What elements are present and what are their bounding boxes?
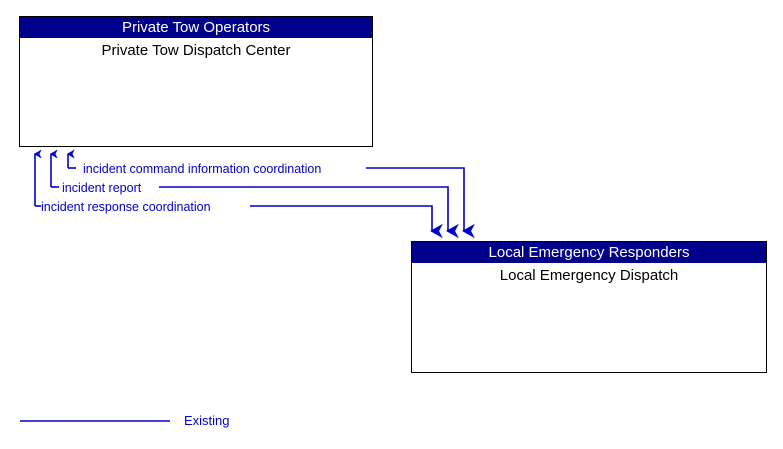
flow-label-incident-command-information-coordination[interactable]: incident command information coordinatio… bbox=[83, 162, 322, 176]
node-header-local-emergency-responders: Local Emergency Responders bbox=[412, 242, 766, 263]
node-local-emergency-dispatch[interactable]: Local Emergency Responders Local Emergen… bbox=[411, 241, 767, 373]
node-title-local-emergency-dispatch: Local Emergency Dispatch bbox=[499, 267, 679, 284]
flow-segment-to-local-emergency-2 bbox=[159, 186, 459, 239]
node-header-private-tow-operators: Private Tow Operators bbox=[20, 17, 372, 38]
flow-segment-to-local-emergency-1 bbox=[250, 205, 443, 239]
flow-incident-report[interactable] bbox=[49, 149, 459, 239]
legend-label-existing: Existing bbox=[184, 413, 230, 428]
node-title-private-tow-dispatch-center: Private Tow Dispatch Center bbox=[101, 42, 291, 59]
flow-label-incident-report[interactable]: incident report bbox=[62, 181, 142, 195]
node-private-tow-dispatch-center[interactable]: Private Tow Operators Private Tow Dispat… bbox=[19, 16, 373, 147]
flow-label-incident-response-coordination[interactable]: incident response coordination bbox=[41, 200, 211, 214]
flow-incident-response-coordination[interactable] bbox=[33, 149, 443, 239]
flow-segment-to-local-emergency-3 bbox=[366, 167, 475, 239]
flow-incident-command-information-coordination[interactable] bbox=[66, 149, 475, 239]
